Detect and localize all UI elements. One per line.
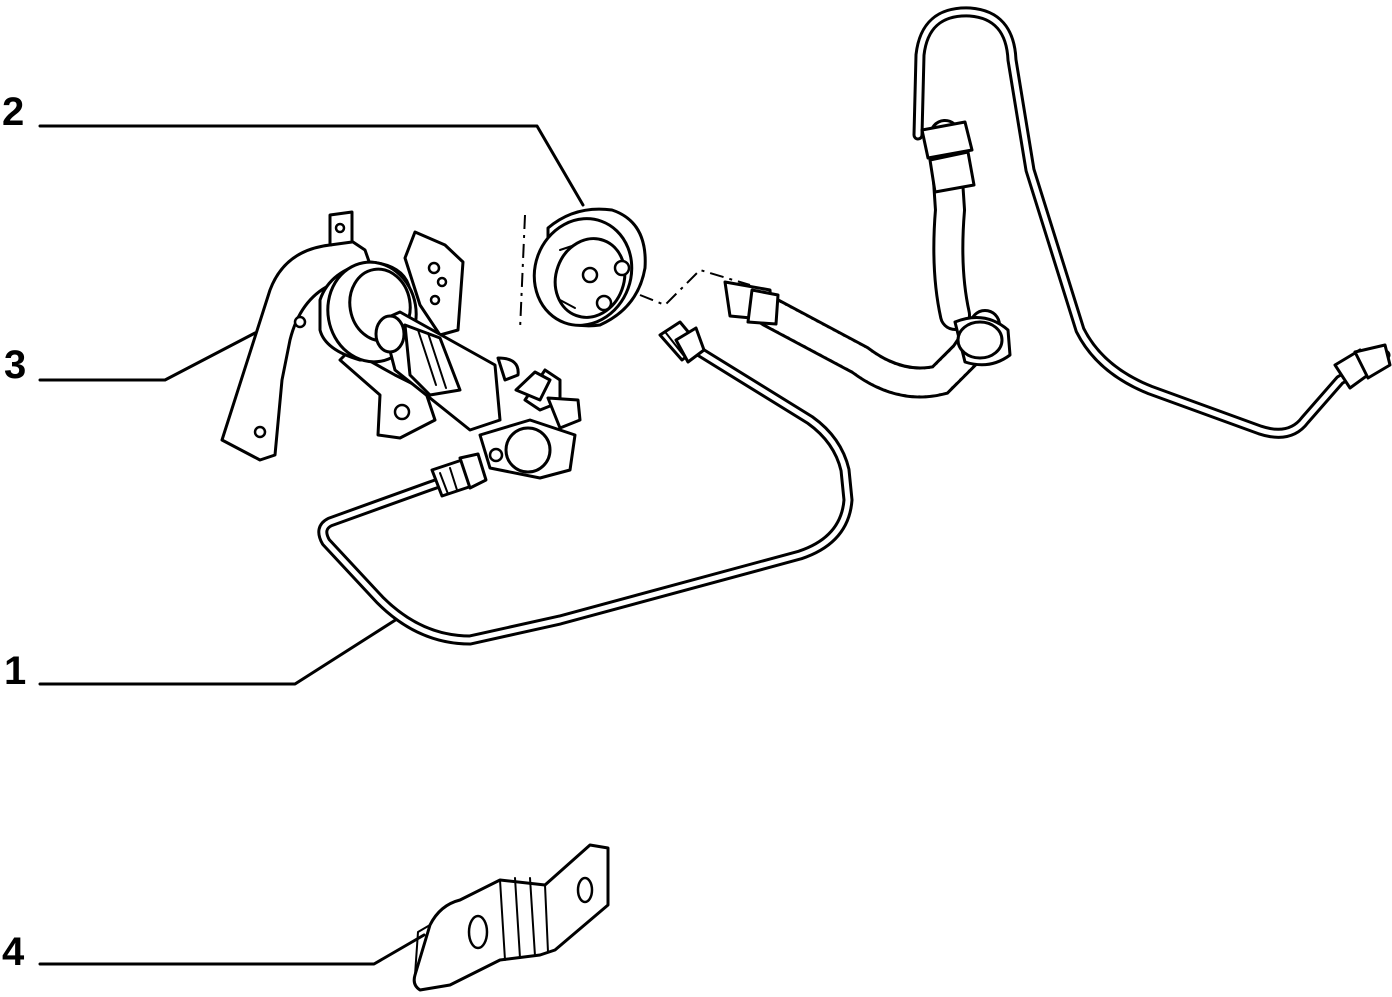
- leader-line-1: [38, 617, 399, 686]
- flexible-hose: [723, 6, 1392, 439]
- leader-line-3: [38, 331, 257, 382]
- leader-line-2: [38, 124, 585, 207]
- bracket: [412, 843, 610, 992]
- pipe-fitting-left: [430, 452, 488, 498]
- slave-cylinder-bracket: [220, 210, 582, 480]
- leader-line-4: [38, 933, 426, 966]
- callout-4-number: 4: [2, 930, 25, 974]
- callout-1-number: 1: [4, 649, 27, 693]
- hydraulic-pipe: [317, 320, 854, 646]
- callout-3-number: 3: [4, 343, 27, 387]
- callout-2-number: 2: [2, 90, 25, 134]
- pipe-fitting-right: [658, 320, 706, 364]
- damper-ring: [519, 207, 751, 331]
